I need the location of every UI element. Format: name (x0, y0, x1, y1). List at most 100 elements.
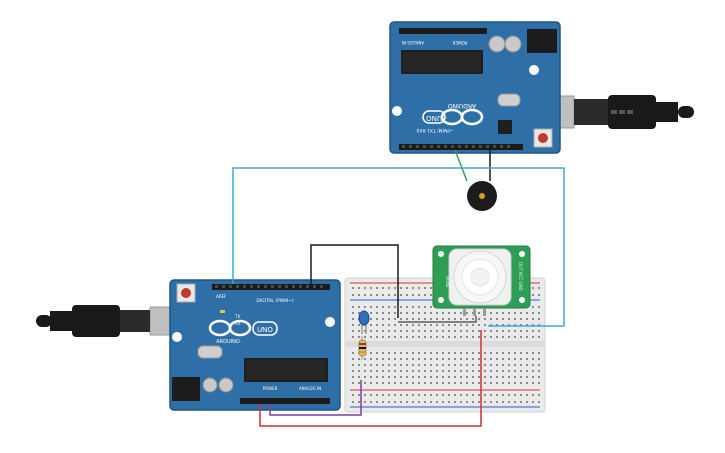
breadboard-hole[interactable] (508, 370, 510, 372)
breadboard-hole[interactable] (538, 324, 540, 326)
breadboard-hole[interactable] (448, 358, 450, 360)
breadboard-hole[interactable] (406, 287, 408, 289)
breadboard-hole[interactable] (388, 364, 390, 366)
breadboard-hole[interactable] (490, 330, 492, 332)
breadboard-hole[interactable] (394, 336, 396, 338)
breadboard-hole[interactable] (442, 324, 444, 326)
breadboard-hole[interactable] (532, 336, 534, 338)
breadboard-hole[interactable] (370, 330, 372, 332)
breadboard-hole[interactable] (526, 324, 528, 326)
breadboard-hole[interactable] (490, 382, 492, 384)
breadboard-hole[interactable] (418, 336, 420, 338)
breadboard-hole[interactable] (442, 336, 444, 338)
breadboard-hole[interactable] (352, 394, 354, 396)
breadboard-hole[interactable] (364, 306, 366, 308)
breadboard-hole[interactable] (412, 287, 414, 289)
breadboard-hole[interactable] (382, 364, 384, 366)
breadboard-hole[interactable] (508, 376, 510, 378)
breadboard-hole[interactable] (376, 330, 378, 332)
pir-sensor[interactable]: DONE OUT VCC GND (432, 245, 531, 316)
breadboard-hole[interactable] (490, 364, 492, 366)
breadboard-hole[interactable] (418, 312, 420, 314)
breadboard-hole[interactable] (406, 336, 408, 338)
breadboard-hole[interactable] (394, 330, 396, 332)
breadboard-hole[interactable] (502, 394, 504, 396)
breadboard-hole[interactable] (412, 336, 414, 338)
breadboard-hole[interactable] (514, 324, 516, 326)
piezo-buzzer[interactable] (467, 181, 497, 211)
breadboard-hole[interactable] (430, 370, 432, 372)
breadboard-hole[interactable] (400, 287, 402, 289)
breadboard-hole[interactable] (418, 376, 420, 378)
breadboard-hole[interactable] (352, 318, 354, 320)
breadboard-hole[interactable] (532, 352, 534, 354)
breadboard-hole[interactable] (472, 370, 474, 372)
breadboard-hole[interactable] (430, 382, 432, 384)
breadboard-hole[interactable] (424, 352, 426, 354)
breadboard-hole[interactable] (352, 294, 354, 296)
breadboard-hole[interactable] (406, 358, 408, 360)
breadboard-hole[interactable] (394, 394, 396, 396)
breadboard-hole[interactable] (448, 370, 450, 372)
breadboard-hole[interactable] (478, 394, 480, 396)
arduino-uno-bottom[interactable]: ARDUINO UNO DIGITAL (PWM~) TX RX AREF PO… (169, 279, 341, 411)
wire-black[interactable] (310, 244, 399, 318)
breadboard-hole[interactable] (400, 306, 402, 308)
breadboard-hole[interactable] (418, 318, 420, 320)
breadboard-hole[interactable] (466, 370, 468, 372)
breadboard-hole[interactable] (376, 401, 378, 403)
breadboard-hole[interactable] (496, 370, 498, 372)
breadboard-hole[interactable] (352, 401, 354, 403)
breadboard-hole[interactable] (406, 382, 408, 384)
breadboard-hole[interactable] (352, 358, 354, 360)
breadboard-hole[interactable] (352, 364, 354, 366)
breadboard-hole[interactable] (376, 394, 378, 396)
breadboard-hole[interactable] (424, 376, 426, 378)
breadboard-hole[interactable] (490, 370, 492, 372)
breadboard-hole[interactable] (424, 401, 426, 403)
breadboard-hole[interactable] (418, 401, 420, 403)
breadboard-hole[interactable] (448, 364, 450, 366)
breadboard[interactable] (344, 277, 546, 413)
breadboard-hole[interactable] (412, 306, 414, 308)
breadboard-hole[interactable] (472, 358, 474, 360)
breadboard-hole[interactable] (424, 312, 426, 314)
breadboard-hole[interactable] (496, 376, 498, 378)
breadboard-hole[interactable] (430, 352, 432, 354)
breadboard-hole[interactable] (466, 336, 468, 338)
breadboard-hole[interactable] (388, 330, 390, 332)
breadboard-hole[interactable] (454, 376, 456, 378)
breadboard-hole[interactable] (514, 330, 516, 332)
breadboard-hole[interactable] (358, 358, 360, 360)
breadboard-hole[interactable] (400, 352, 402, 354)
breadboard-hole[interactable] (448, 318, 450, 320)
breadboard-hole[interactable] (514, 394, 516, 396)
breadboard-hole[interactable] (442, 401, 444, 403)
breadboard-hole[interactable] (538, 312, 540, 314)
breadboard-hole[interactable] (454, 330, 456, 332)
breadboard-hole[interactable] (364, 294, 366, 296)
breadboard-hole[interactable] (394, 358, 396, 360)
blue-led[interactable] (358, 310, 370, 334)
breadboard-hole[interactable] (454, 324, 456, 326)
breadboard-hole[interactable] (400, 324, 402, 326)
breadboard-hole[interactable] (382, 370, 384, 372)
breadboard-hole[interactable] (406, 364, 408, 366)
breadboard-hole[interactable] (400, 370, 402, 372)
breadboard-hole[interactable] (538, 306, 540, 308)
breadboard-hole[interactable] (436, 358, 438, 360)
breadboard-hole[interactable] (496, 401, 498, 403)
breadboard-hole[interactable] (466, 352, 468, 354)
wire-red[interactable] (259, 330, 482, 427)
breadboard-hole[interactable] (400, 394, 402, 396)
breadboard-hole[interactable] (460, 370, 462, 372)
breadboard-hole[interactable] (532, 324, 534, 326)
breadboard-hole[interactable] (472, 352, 474, 354)
breadboard-hole[interactable] (538, 294, 540, 296)
breadboard-hole[interactable] (394, 287, 396, 289)
breadboard-hole[interactable] (526, 370, 528, 372)
breadboard-hole[interactable] (514, 401, 516, 403)
breadboard-hole[interactable] (364, 330, 366, 332)
breadboard-hole[interactable] (454, 401, 456, 403)
breadboard-hole[interactable] (424, 306, 426, 308)
